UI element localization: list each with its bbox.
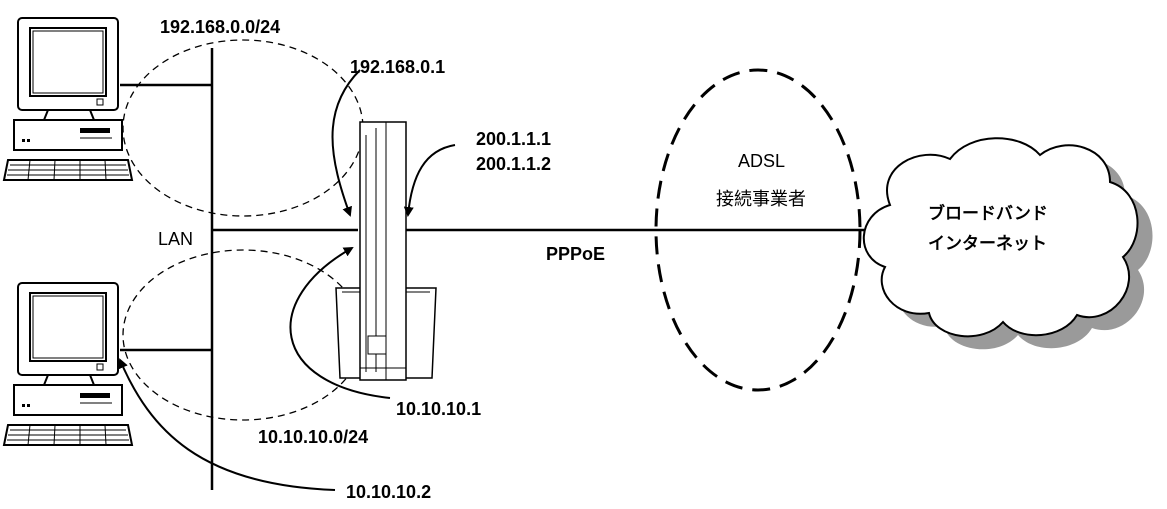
subnet-b-label: 10.10.10.0/24 (258, 428, 368, 446)
cloud-line-1-label: ブロードバンド (928, 205, 1048, 222)
arrow-200-1-1-x (408, 145, 455, 215)
router-lan-b-ip-label: 10.10.10.1 (396, 400, 481, 418)
cloud-line-2-label: インターネット (928, 235, 1047, 252)
wan-ip-1-label: 200.1.1.1 (476, 130, 551, 148)
subnet-a-label: 192.168.0.0/24 (160, 18, 280, 36)
wan-ip-2-label: 200.1.1.2 (476, 155, 551, 173)
provider-label: 接続事業者 (716, 190, 806, 208)
arrow-10-10-10-2 (120, 360, 335, 490)
host-b-computer-icon (4, 283, 132, 445)
router-lan-a-ip-label: 192.168.0.1 (350, 58, 445, 76)
pppoe-label: PPPoE (546, 245, 605, 263)
lan-label: LAN (158, 230, 193, 248)
host-b-ip-label: 10.10.10.2 (346, 483, 431, 501)
subnet-a-ellipse (123, 40, 363, 216)
subnet-b-ellipse (123, 250, 363, 420)
host-a-computer-icon (4, 18, 132, 180)
router-icon (336, 122, 436, 380)
arrow-192-168-0-1 (333, 70, 361, 215)
adsl-label: ADSL (738, 152, 785, 170)
